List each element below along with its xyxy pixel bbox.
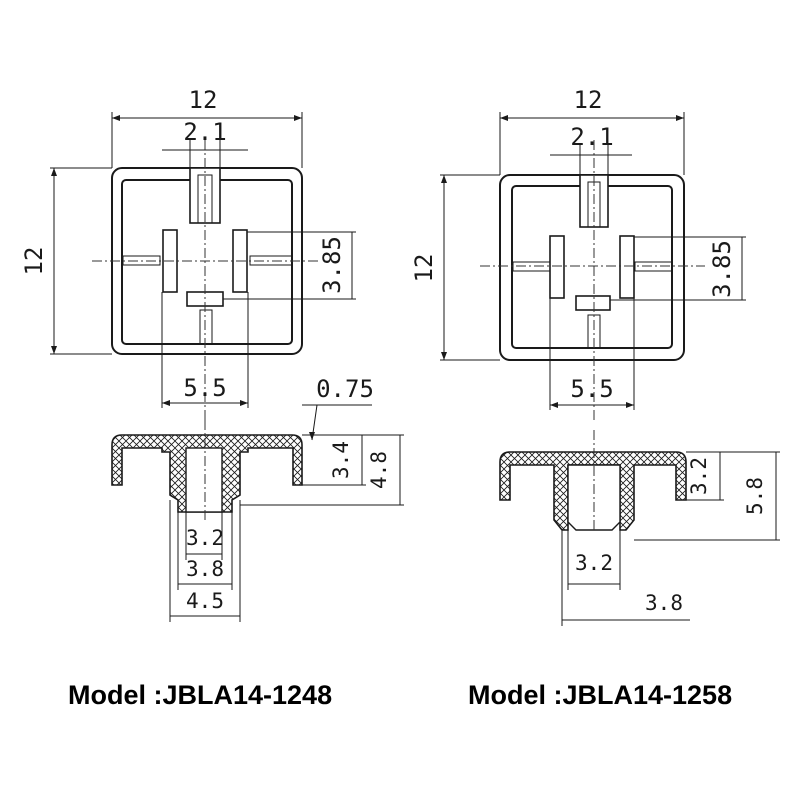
left-span-dim: 5.5 [183, 374, 226, 402]
right-slot-dim: 2.1 [570, 123, 613, 151]
left-bore-c-dim: 4.5 [186, 589, 224, 613]
model-label-left: Model :JBLA14-1248 [68, 680, 333, 710]
left-section-view: 0.75 3.4 4.8 3.2 3.8 4.5 [111, 375, 404, 622]
left-slot-dim: 2.1 [183, 118, 226, 146]
right-bore-b-dim: 3.8 [645, 591, 683, 615]
right-section-view: 3.2 5.8 3.2 3.8 [499, 430, 780, 626]
left-wall-dim: 0.75 [316, 375, 374, 403]
left-width-dim: 12 [189, 86, 218, 114]
right-height-a-dim: 3.2 [687, 457, 711, 495]
model-label-right: Model :JBLA14-1258 [468, 680, 733, 710]
left-bore-b-dim: 3.8 [186, 557, 224, 581]
right-width-dim: 12 [574, 86, 603, 114]
right-span-dim: 5.5 [570, 375, 613, 403]
right-bore-a-dim: 3.2 [575, 551, 613, 575]
left-height-b-dim: 4.8 [367, 451, 391, 489]
left-height-dim: 12 [20, 247, 48, 276]
left-top-view: 12 2.1 12 3.85 5.5 [20, 86, 356, 420]
right-height-dim: 12 [410, 254, 438, 283]
right-height-b-dim: 5.8 [743, 477, 767, 515]
left-offset-dim: 3.85 [318, 236, 346, 294]
right-offset-dim: 3.85 [708, 240, 736, 298]
right-top-view: 12 2.1 12 3.85 5.5 [410, 86, 746, 420]
left-height-a-dim: 3.4 [329, 441, 353, 479]
left-bore-a-dim: 3.2 [186, 526, 224, 550]
